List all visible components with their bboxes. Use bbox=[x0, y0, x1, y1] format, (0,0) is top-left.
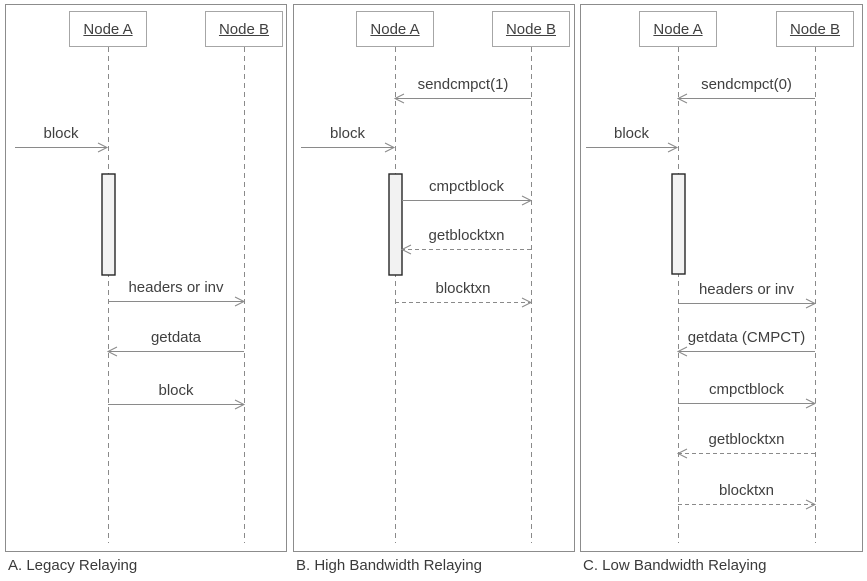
actor-label: Node A bbox=[653, 20, 703, 38]
actor-box-low-bandwidth-relaying-0: Node A bbox=[639, 11, 717, 47]
actor-label: Node B bbox=[218, 20, 270, 38]
message-label-legacy-relaying-0: block bbox=[43, 124, 79, 142]
message-label-high-bandwidth-relaying-3: getblocktxn bbox=[428, 226, 505, 244]
actor-box-high-bandwidth-relaying-0: Node A bbox=[356, 11, 434, 47]
panel-drawing-low-bandwidth-relaying bbox=[586, 47, 817, 543]
arrowhead-legacy-relaying-0 bbox=[97, 142, 109, 153]
arrowhead-legacy-relaying-1 bbox=[234, 296, 246, 307]
actor-label: Node B bbox=[505, 20, 557, 38]
arrowhead-legacy-relaying-3 bbox=[234, 399, 246, 410]
panel-drawing-high-bandwidth-relaying bbox=[301, 47, 533, 543]
message-label-low-bandwidth-relaying-2: headers or inv bbox=[698, 280, 795, 298]
panel-caption-high-bandwidth-relaying: B. High Bandwidth Relaying bbox=[296, 557, 482, 574]
arrowhead-low-bandwidth-relaying-3 bbox=[676, 346, 688, 357]
panel-low-bandwidth-relaying: sendcmpct(0) block headers or inv getdata (… bbox=[580, 4, 863, 552]
message-label-low-bandwidth-relaying-5: getblocktxn bbox=[708, 430, 785, 448]
arrowhead-high-bandwidth-relaying-0 bbox=[393, 93, 405, 104]
actor-box-high-bandwidth-relaying-1: Node B bbox=[492, 11, 570, 47]
message-label-low-bandwidth-relaying-1: block bbox=[613, 124, 650, 142]
actor-box-low-bandwidth-relaying-1: Node B bbox=[776, 11, 854, 47]
activation-bar-high-bandwidth-relaying-0 bbox=[388, 173, 403, 276]
message-label-high-bandwidth-relaying-1: block bbox=[329, 124, 366, 142]
message-label-legacy-relaying-1: headers or inv bbox=[128, 278, 224, 296]
message-label-legacy-relaying-3: block bbox=[158, 381, 194, 399]
activation-bar-legacy-relaying-0 bbox=[101, 173, 116, 276]
message-label-high-bandwidth-relaying-4: blocktxn bbox=[435, 279, 491, 297]
message-label-legacy-relaying-2: getdata bbox=[150, 328, 202, 346]
arrowhead-low-bandwidth-relaying-4 bbox=[805, 398, 817, 409]
panel-legacy-relaying: block headers or inv getdata block Node A Nod… bbox=[5, 4, 287, 552]
panel-drawing-legacy-relaying bbox=[15, 47, 246, 543]
actor-label: Node B bbox=[789, 20, 841, 38]
arrowhead-high-bandwidth-relaying-2 bbox=[521, 195, 533, 206]
arrowhead-legacy-relaying-2 bbox=[106, 346, 118, 357]
message-label-high-bandwidth-relaying-0: sendcmpct(1) bbox=[417, 75, 509, 93]
arrowhead-low-bandwidth-relaying-2 bbox=[805, 298, 817, 309]
arrowhead-high-bandwidth-relaying-3 bbox=[400, 244, 412, 255]
arrowhead-low-bandwidth-relaying-0 bbox=[676, 93, 688, 104]
arrowhead-low-bandwidth-relaying-5 bbox=[676, 448, 688, 459]
activation-bar-low-bandwidth-relaying-0 bbox=[671, 173, 686, 275]
message-label-low-bandwidth-relaying-0: sendcmpct(0) bbox=[701, 75, 792, 93]
actor-label: Node A bbox=[83, 20, 133, 38]
arrowhead-low-bandwidth-relaying-6 bbox=[805, 499, 817, 510]
message-label-low-bandwidth-relaying-3: getdata (CMPCT) bbox=[687, 328, 806, 346]
actor-label: Node A bbox=[370, 20, 420, 38]
arrowhead-low-bandwidth-relaying-1 bbox=[667, 142, 679, 153]
panel-caption-low-bandwidth-relaying: C. Low Bandwidth Relaying bbox=[583, 557, 767, 574]
panel-caption-legacy-relaying: A. Legacy Relaying bbox=[8, 557, 138, 574]
message-label-low-bandwidth-relaying-4: cmpctblock bbox=[708, 380, 785, 398]
arrowhead-high-bandwidth-relaying-4 bbox=[521, 297, 533, 308]
actor-box-legacy-relaying-1: Node B bbox=[205, 11, 283, 47]
arrowhead-high-bandwidth-relaying-1 bbox=[384, 142, 396, 153]
actor-box-legacy-relaying-0: Node A bbox=[69, 11, 147, 47]
panel-high-bandwidth-relaying: sendcmpct(1) block cmpctblock getblocktxn bl… bbox=[293, 4, 575, 552]
message-label-low-bandwidth-relaying-6: blocktxn bbox=[718, 481, 775, 499]
message-label-high-bandwidth-relaying-2: cmpctblock bbox=[428, 177, 505, 195]
